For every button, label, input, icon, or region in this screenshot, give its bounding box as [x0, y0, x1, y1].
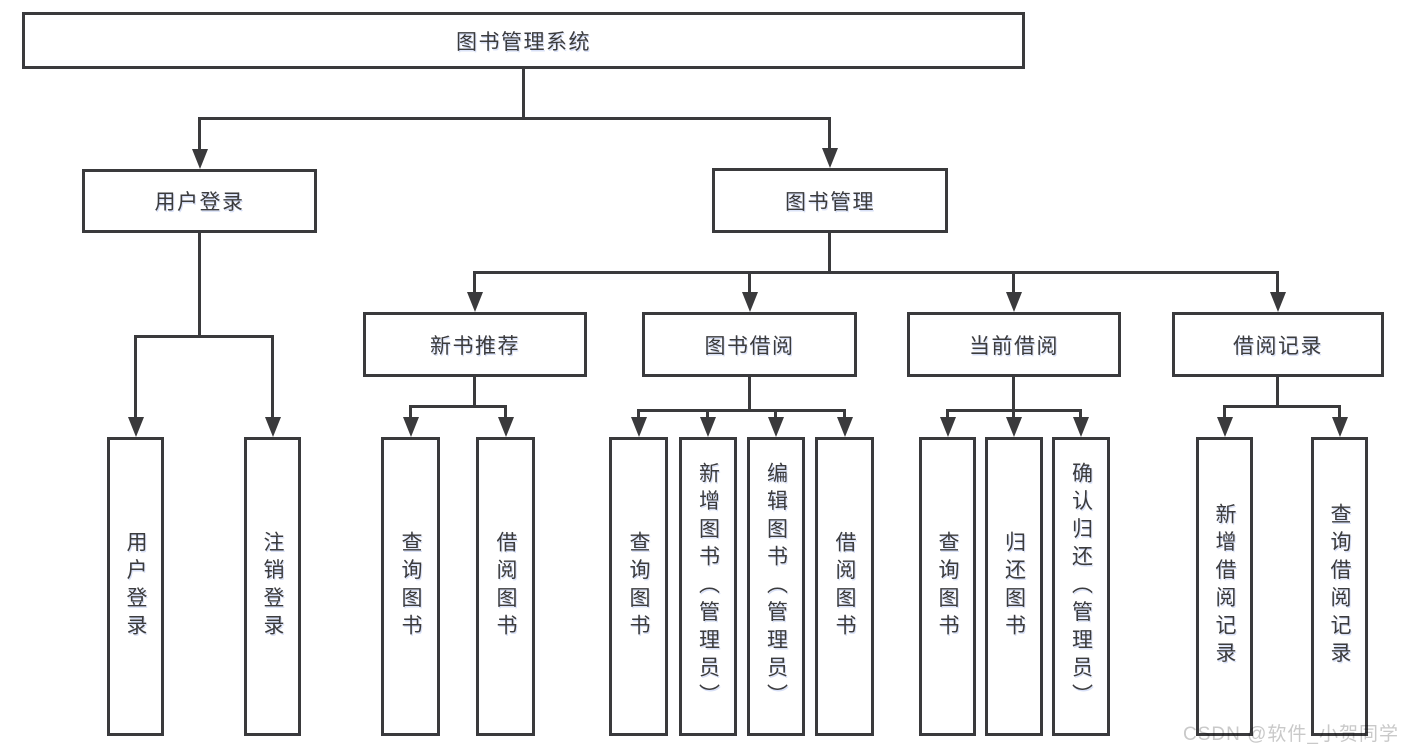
- arrowhead-down: [1270, 292, 1286, 312]
- arrowhead-down: [265, 417, 281, 437]
- leaf-new-query-books: 查询图书: [381, 437, 440, 736]
- connector-line: [828, 117, 831, 151]
- arrowhead-down: [940, 417, 956, 437]
- connector-line: [1223, 405, 1226, 419]
- leaf-query-borrow-record-label: 查询借阅记录: [1328, 503, 1351, 670]
- connector-line: [1338, 405, 1341, 419]
- arrowhead-down: [1006, 417, 1022, 437]
- leaf-add-borrow-record: 新增借阅记录: [1196, 437, 1253, 736]
- arrowhead-down: [768, 417, 784, 437]
- connector-line: [774, 409, 777, 419]
- connector-line: [198, 233, 201, 336]
- connector-line: [522, 69, 525, 118]
- leaf-user-login-label: 用户登录: [124, 531, 147, 642]
- connector-line: [134, 335, 137, 419]
- arrowhead-down: [1217, 417, 1233, 437]
- leaf-logout: 注销登录: [244, 437, 301, 736]
- node-current-borrow: 当前借阅: [907, 312, 1121, 377]
- connector-line: [409, 405, 506, 408]
- arrowhead-down: [837, 417, 853, 437]
- connector-line: [1079, 409, 1082, 419]
- leaf-edit-books-admin: 编辑图书（管理员）: [747, 437, 805, 736]
- node-user-login: 用户登录: [82, 169, 317, 233]
- leaf-new-borrow-books: 借阅图书: [476, 437, 535, 736]
- connector-line: [134, 335, 274, 338]
- arrowhead-down: [700, 417, 716, 437]
- node-borrow-records-label: 借阅记录: [1233, 334, 1323, 358]
- connector-line: [473, 377, 476, 406]
- connector-line: [473, 271, 476, 295]
- node-borrow-records: 借阅记录: [1172, 312, 1384, 377]
- leaf-edit-books-admin-label: 编辑图书（管理员）: [764, 461, 788, 712]
- connector-line: [828, 233, 831, 272]
- arrowhead-down: [742, 292, 758, 312]
- leaf-borrow-books: 借阅图书: [815, 437, 874, 736]
- connector-line: [1012, 409, 1015, 419]
- node-new-book-recommend-label: 新书推荐: [430, 334, 520, 358]
- node-user-login-label: 用户登录: [154, 191, 245, 214]
- connector-line: [1276, 271, 1279, 295]
- leaf-return-books-label: 归还图书: [1002, 531, 1026, 642]
- connector-line: [504, 405, 507, 419]
- connector-line: [1012, 377, 1015, 410]
- leaf-query-borrow-record: 查询借阅记录: [1311, 437, 1368, 736]
- watermark-text: CSDN @软件_小贺同学: [1183, 724, 1399, 745]
- connector-line: [706, 409, 709, 419]
- arrowhead-down: [403, 417, 419, 437]
- connector-line: [1223, 405, 1341, 408]
- node-system-root: 图书管理系统: [22, 12, 1025, 69]
- node-book-management: 图书管理: [712, 168, 948, 233]
- connector-line: [748, 271, 751, 295]
- leaf-confirm-return-admin-label: 确认归还（管理员）: [1069, 461, 1093, 712]
- leaf-borrow-query-books-label: 查询图书: [627, 531, 650, 642]
- arrowhead-down: [631, 417, 647, 437]
- arrowhead-down: [467, 292, 483, 312]
- node-book-management-label: 图书管理: [785, 190, 875, 214]
- leaf-new-borrow-books-label: 借阅图书: [494, 531, 517, 642]
- arrowhead-down: [498, 417, 514, 437]
- leaf-add-borrow-record-label: 新增借阅记录: [1213, 503, 1236, 670]
- node-new-book-recommend: 新书推荐: [363, 312, 587, 377]
- arrowhead-down: [1332, 417, 1348, 437]
- connector-line: [946, 409, 949, 419]
- leaf-borrow-books-label: 借阅图书: [833, 531, 856, 642]
- leaf-add-books-admin: 新增图书（管理员）: [679, 437, 737, 736]
- node-current-borrow-label: 当前借阅: [969, 334, 1059, 358]
- leaf-borrow-query-books: 查询图书: [609, 437, 668, 736]
- node-book-borrow-label: 图书借阅: [704, 334, 795, 358]
- leaf-add-books-admin-label: 新增图书（管理员）: [696, 461, 720, 712]
- leaf-logout-label: 注销登录: [261, 531, 284, 642]
- leaf-current-query-books: 查询图书: [919, 437, 976, 736]
- leaf-user-login: 用户登录: [107, 437, 164, 736]
- connector-line: [1012, 271, 1015, 295]
- node-system-root-label: 图书管理系统: [456, 30, 591, 54]
- connector-line: [637, 409, 640, 419]
- leaf-current-query-books-label: 查询图书: [936, 531, 959, 642]
- connector-line: [474, 271, 1279, 274]
- arrowhead-down: [192, 149, 208, 169]
- leaf-confirm-return-admin: 确认归还（管理员）: [1052, 437, 1110, 736]
- arrowhead-down: [1073, 417, 1089, 437]
- node-book-borrow: 图书借阅: [642, 312, 857, 377]
- connector-line: [1276, 377, 1279, 406]
- arrowhead-down: [822, 148, 838, 168]
- connector-line: [198, 117, 831, 120]
- connector-line: [843, 409, 846, 419]
- connector-line: [748, 377, 751, 410]
- connector-line: [409, 405, 412, 419]
- arrowhead-down: [1006, 292, 1022, 312]
- connector-line: [198, 117, 201, 151]
- leaf-new-query-books-label: 查询图书: [399, 531, 422, 642]
- leaf-return-books: 归还图书: [985, 437, 1043, 736]
- connector-line: [271, 335, 274, 419]
- connector-line: [637, 409, 845, 412]
- arrowhead-down: [128, 417, 144, 437]
